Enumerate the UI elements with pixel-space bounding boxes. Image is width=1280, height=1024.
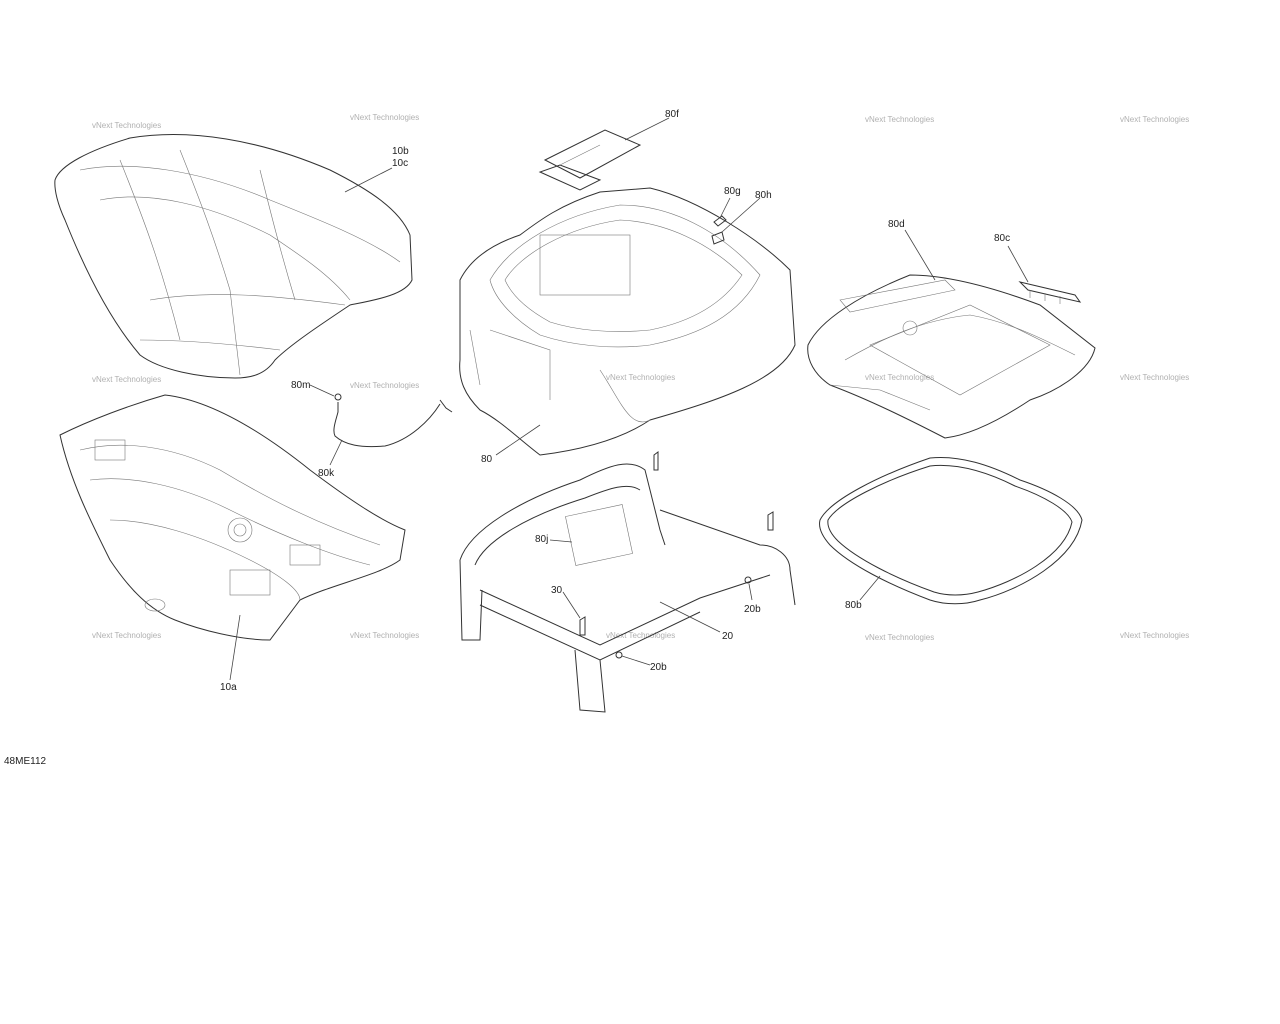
callouts: 10b 10c 10a 80f 80g 80h 80d 80c 80m 80k … [220,109,1010,693]
frame-part [459,463,796,713]
watermark-text: vNext Technologies [1120,115,1189,124]
callout-80j: 80j [535,534,548,545]
watermark-text: vNext Technologies [1120,631,1189,640]
seal-part [819,456,1083,605]
watermark-text: vNext Technologies [92,375,161,384]
screws-part [711,215,727,245]
watermark-text: vNext Technologies [350,631,419,640]
watermark-text: vNext Technologies [865,115,934,124]
callout-80m: 80m [291,380,310,391]
watermark-text: vNext Technologies [865,373,934,382]
callout-80d: 80d [888,219,905,230]
callout-20b-upper: 20b [744,604,761,615]
storage-box-part [459,187,796,456]
callout-20: 20 [722,631,734,642]
callout-80f: 80f [665,109,679,120]
callout-20b-lower: 20b [650,662,667,673]
watermark-text: vNext Technologies [350,113,419,122]
seat-base-part [59,394,406,641]
callout-10b: 10b [392,146,409,157]
drawing-code: 48ME112 [4,756,47,767]
leader-lines [229,117,1029,681]
watermark-text: vNext Technologies [606,373,675,382]
lid-part [807,274,1096,439]
seat-cushion-part [54,134,413,379]
callout-10c: 10c [392,158,408,169]
callout-80b: 80b [845,600,862,611]
bolts-part [579,451,774,659]
cable-part [333,393,453,448]
watermark-text: vNext Technologies [1120,373,1189,382]
callout-10a: 10a [220,682,237,693]
watermark-text: vNext Technologies [92,121,161,130]
watermark-text: vNext Technologies [606,631,675,640]
watermarks: vNext Technologies vNext Technologies vN… [92,113,1189,642]
callout-80: 80 [481,454,493,465]
watermark-text: vNext Technologies [92,631,161,640]
hinge-part [1018,281,1082,304]
watermark-text: vNext Technologies [350,381,419,390]
callout-80g: 80g [724,186,741,197]
callout-80h: 80h [755,190,772,201]
callout-80k: 80k [318,468,335,479]
callout-80c: 80c [994,233,1010,244]
callout-30: 30 [551,585,563,596]
watermark-text: vNext Technologies [865,633,934,642]
latch-part [538,129,642,191]
